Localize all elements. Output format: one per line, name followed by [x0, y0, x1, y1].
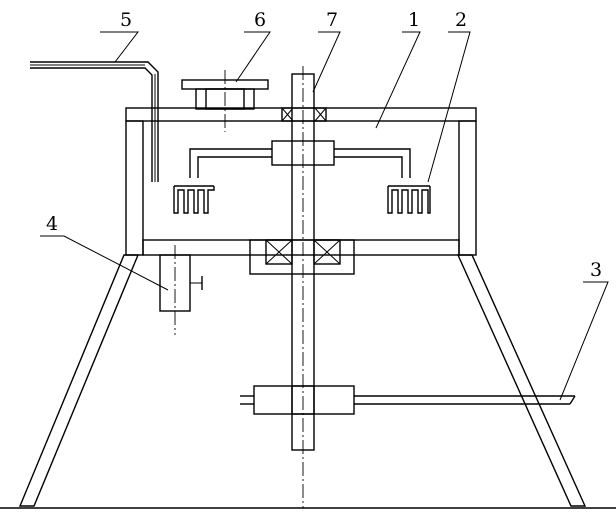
- label-7: 7: [326, 9, 338, 31]
- feed-port: [181, 70, 269, 132]
- stirrer-assembly: [173, 140, 431, 214]
- inlet-pipe: [30, 61, 159, 182]
- drain-valve: [159, 245, 203, 335]
- label-5: 5: [120, 9, 132, 31]
- support-frame: [18, 254, 587, 507]
- label-1: 1: [408, 9, 420, 31]
- label-3: 3: [590, 259, 602, 281]
- label-2: 2: [455, 9, 467, 31]
- leader-lines: [40, 31, 609, 401]
- drive-assembly: [240, 385, 576, 415]
- main-shaft: [291, 66, 315, 508]
- label-4: 4: [46, 213, 58, 235]
- label-6: 6: [254, 9, 266, 31]
